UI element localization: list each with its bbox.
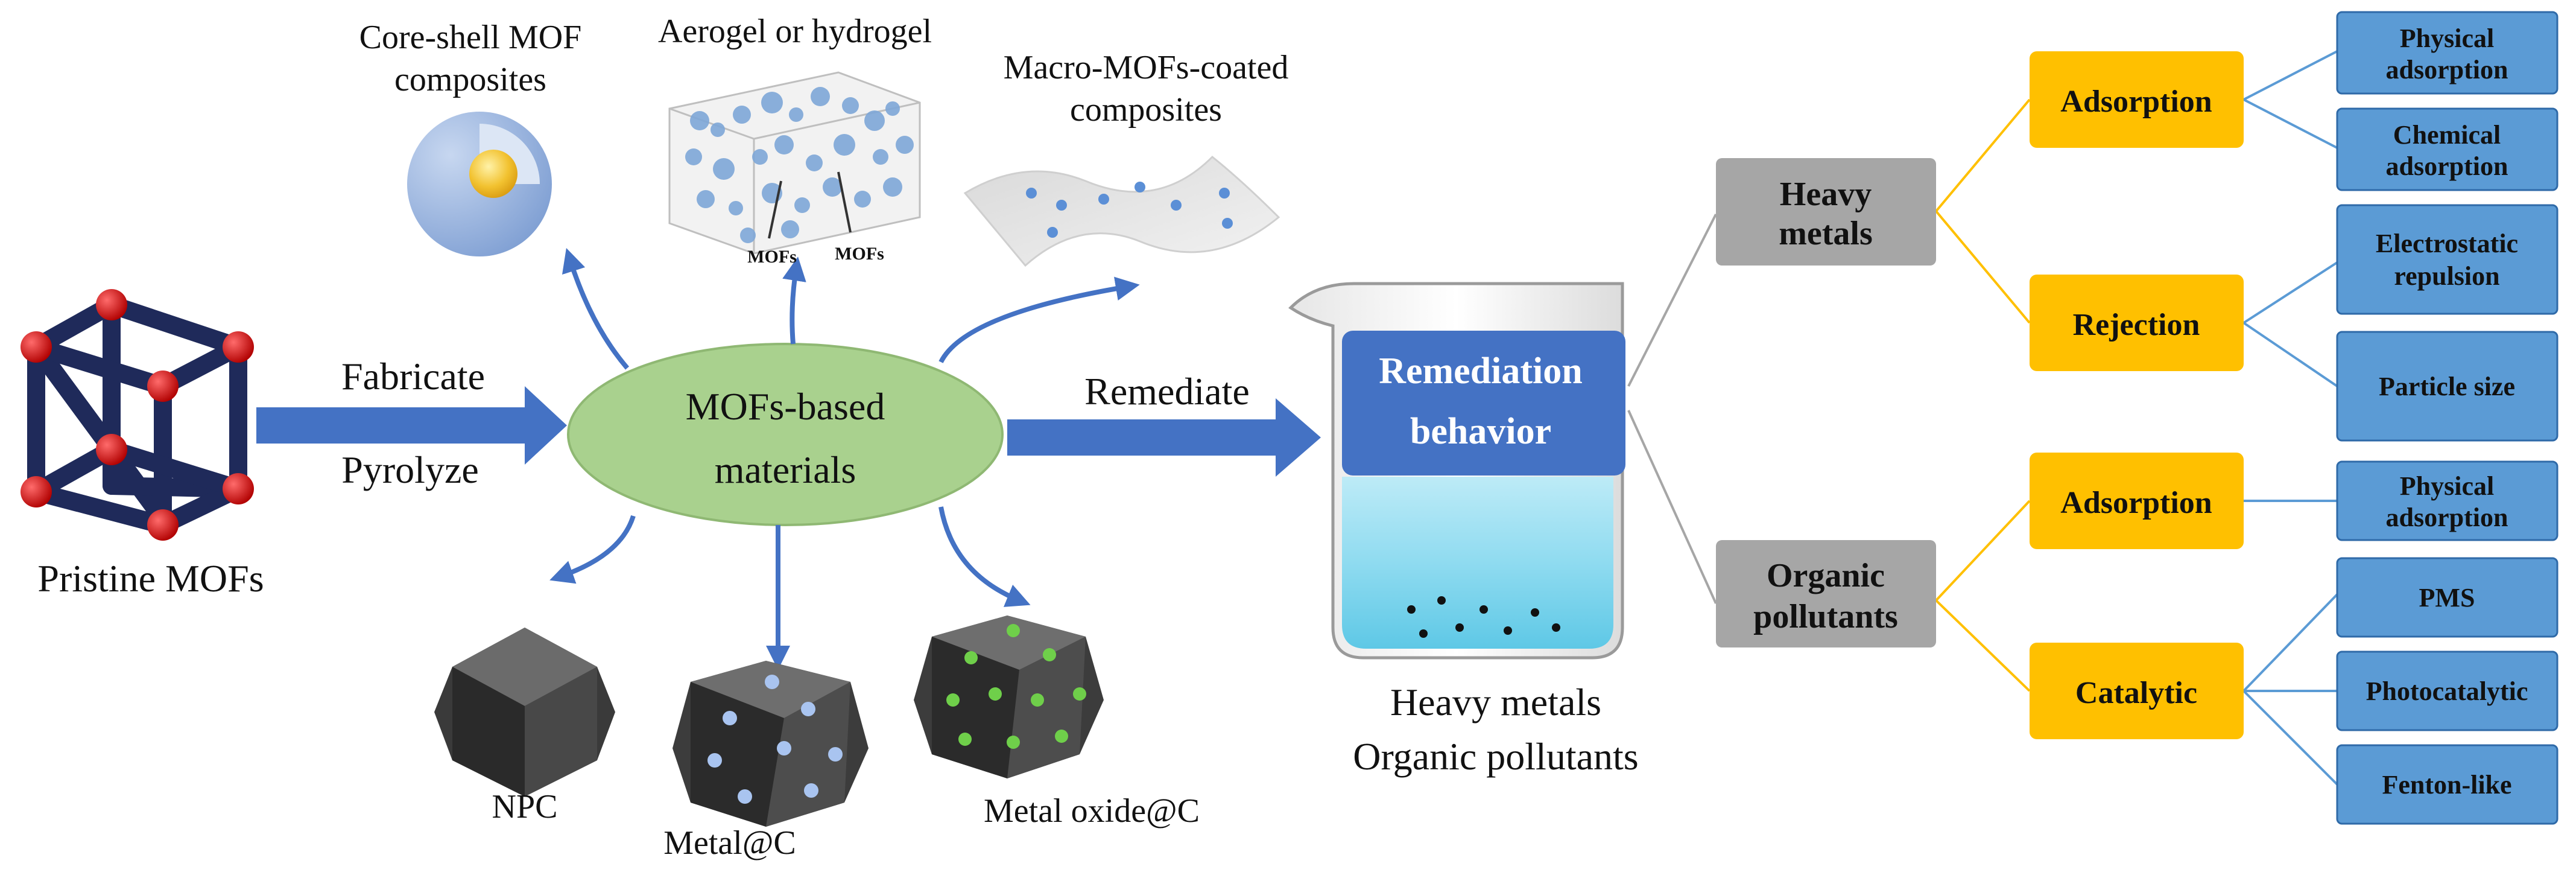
macro-label-line2: composites [1070,91,1222,129]
aerogel-label: Aerogel or hydrogel [658,13,932,50]
hm-rejection-node: Rejection [2030,275,2244,371]
npc-polyhedron [434,628,615,797]
leaf-text: repulsion [2394,261,2499,291]
leaf-text: adsorption [2386,503,2508,532]
mofs-based-materials-ellipse [567,343,1004,526]
fabricate-arrow [256,386,567,465]
aerogel-tag-1: MOFs [747,247,797,267]
leaf-text: PMS [2419,583,2475,612]
leaf-text: Photocatalytic [2366,676,2528,706]
leaf-text: Electrostatic [2376,229,2518,258]
remediate-arrow [1007,398,1321,477]
npc-label: NPC [492,788,558,826]
remediation-title-line1: Remediation [1379,351,1583,392]
organic-pollutants-line1: Organic [1767,557,1885,594]
core-shell-label-line2: composites [394,61,546,98]
leaf-text: Chemical [2393,120,2501,150]
aerogel-cube [668,71,921,255]
leaf-text: adsorption [2386,151,2508,181]
macro-label-line1: Macro-MOFs-coated [1004,49,1289,86]
leaf-electrostatic-repulsion: Electrostatic repulsion [2336,204,2559,315]
hm-adsorption-label: Adsorption [2060,84,2212,119]
organic-pollutants-node: Organic pollutants [1716,540,1936,647]
leaf-pms: PMS [2336,557,2559,638]
heavy-metals-node: Heavy metals [1716,158,1936,266]
heavy-metals-line1: Heavy [1780,176,1872,213]
metal-oxide-c-label: Metal oxide@C [984,792,1200,830]
leaf-text: Physical [2400,24,2494,53]
remediation-title-line2: behavior [1410,411,1551,452]
leaf-op-physical-adsorption: Physical adsorption [2336,460,2559,541]
heavy-metals-line2: metals [1779,215,1873,252]
op-catalytic-label: Catalytic [2075,676,2197,710]
leaf-hm-physical-adsorption: Physical adsorption [2336,11,2559,95]
leaf-text: Particle size [2379,372,2515,401]
leaf-text: Fenton-like [2382,770,2511,800]
leaf-text: Physical [2400,471,2494,501]
beaker-caption-line1: Heavy metals [1390,681,1601,724]
remediate-label: Remediate [1084,370,1250,413]
pristine-mofs-label: Pristine MOFs [37,557,264,600]
metal-c-label: Metal@C [663,824,796,862]
core-shell-label-line1: Core-shell MOF [359,19,582,56]
pyrolyze-label: Pyrolyze [341,448,479,491]
tree-connectors [1627,50,2338,786]
metal-c-polyhedron [672,661,869,827]
pristine-mof-cube [21,289,254,541]
leaf-photocatalytic: Photocatalytic [2336,651,2559,731]
center-line1: MOFs-based [686,385,885,428]
hm-adsorption-node: Adsorption [2030,51,2244,148]
leaf-hm-chemical-adsorption: Chemical adsorption [2336,107,2559,191]
op-adsorption-node: Adsorption [2030,453,2244,549]
macro-coated-sheet [963,155,1280,267]
aerogel-tag-2: MOFs [835,244,884,264]
fabricate-label: Fabricate [341,355,485,398]
metal-oxide-c-polyhedron [914,616,1104,778]
core-shell-sphere [407,112,552,256]
remediation-title-box [1342,331,1625,476]
beaker-caption-line2: Organic pollutants [1353,735,1638,778]
branch-arrows [549,247,1140,670]
center-line2: materials [715,448,856,491]
leaf-text: adsorption [2386,55,2508,84]
op-adsorption-label: Adsorption [2060,486,2212,520]
hm-rejection-label: Rejection [2073,308,2200,342]
op-catalytic-node: Catalytic [2030,643,2244,739]
leaf-particle-size: Particle size [2336,331,2559,442]
leaf-fenton-like: Fenton-like [2336,744,2559,825]
organic-pollutants-line2: pollutants [1753,598,1898,635]
